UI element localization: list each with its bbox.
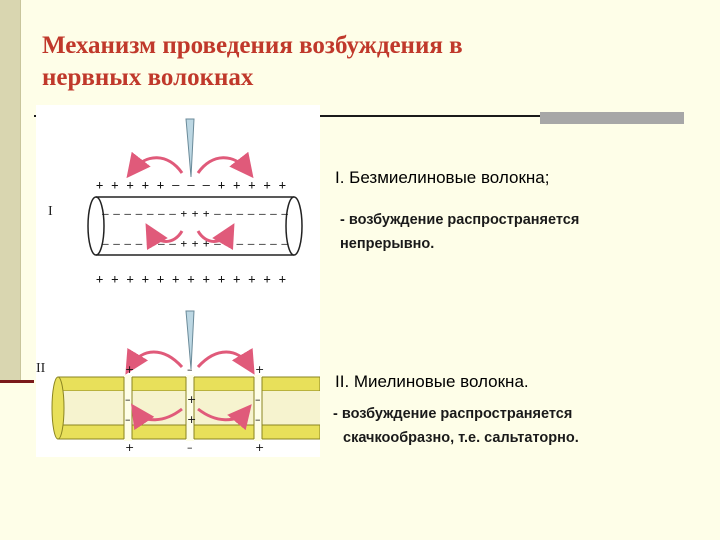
section-unmyelinated: I. Безмиелиновые волокна; bbox=[335, 168, 705, 188]
node-of-ranvier-3 bbox=[253, 375, 263, 441]
figure-label-2: II bbox=[36, 361, 46, 376]
section-1-desc-line-2: непрерывно. bbox=[340, 236, 435, 252]
inner-charges-bottom-1: – – – – – – – + + + – – – – – – – bbox=[102, 237, 288, 250]
node-charge-inner-4: – bbox=[125, 413, 131, 426]
unmyelinated-fiber-diagram: I + + + + + – – – + + + + + – – – – – – … bbox=[48, 118, 303, 286]
saltatory-arrow-inner-right bbox=[197, 404, 252, 431]
current-arrow-top-left bbox=[126, 151, 184, 179]
node-charge-inner-5: + bbox=[187, 413, 196, 426]
title-line-1: Механизм проведения возбуждения в bbox=[42, 32, 463, 59]
section-1-description: - возбуждение распространяется непрерывн… bbox=[340, 208, 710, 256]
node-charge-outer-1: + bbox=[125, 363, 134, 376]
stimulating-electrode-1 bbox=[185, 118, 195, 178]
current-arrow-inner-right bbox=[196, 223, 235, 250]
myelinated-fiber-diagram: II bbox=[36, 310, 320, 454]
section-2-description: - возбуждение распространяется скачкообр… bbox=[333, 402, 703, 450]
left-accent-bar bbox=[0, 0, 21, 380]
node-charge-bottom-3: + bbox=[255, 441, 264, 454]
saltatory-arrow-inner-left bbox=[130, 403, 183, 431]
figure-label-1: I bbox=[48, 204, 53, 219]
outer-charges-top-1: + + + + + – – – + + + + + bbox=[96, 178, 286, 192]
node-charge-inner-6: – bbox=[255, 413, 261, 426]
node-charge-inner-1: – bbox=[125, 393, 131, 406]
node-charge-inner-2: + bbox=[187, 393, 196, 406]
stimulating-electrode-2 bbox=[185, 310, 195, 370]
saltatory-arrow-top-left bbox=[125, 347, 184, 375]
node-charge-inner-3: – bbox=[255, 393, 261, 406]
axon-cylinder-1 bbox=[96, 196, 294, 256]
section-1-desc-line-1: - возбуждение распространяется bbox=[340, 212, 580, 228]
section-2-desc-line-2: скачкообразно, т.е. сальтаторно. bbox=[343, 430, 579, 446]
node-of-ranvier-1 bbox=[123, 375, 133, 441]
title-rule-accent bbox=[540, 112, 684, 124]
section-2-desc-line-1: - возбуждение распространяется bbox=[333, 406, 573, 422]
section-1-heading: I. Безмиелиновые волокна; bbox=[335, 168, 550, 187]
saltatory-arrow-top-right bbox=[196, 347, 255, 375]
nerve-fiber-figure: I + + + + + – – – + + + + + – – – – – – … bbox=[36, 105, 320, 457]
page-title: Механизм проведения возбуждения в нервны… bbox=[42, 30, 602, 94]
axon-end-left-1 bbox=[87, 196, 105, 256]
node-charge-bottom-2: – bbox=[187, 441, 193, 454]
title-line-2: нервных волокнах bbox=[42, 64, 254, 91]
left-accent-line bbox=[0, 380, 34, 383]
node-charge-outer-3: + bbox=[255, 363, 264, 376]
node-charge-outer-2: – bbox=[187, 363, 193, 376]
node-charge-bottom-1: + bbox=[125, 441, 134, 454]
inner-charges-top-1: – – – – – – – + + + – – – – – – – bbox=[102, 207, 288, 220]
current-arrow-top-right bbox=[196, 151, 254, 179]
section-2-heading: II. Миелиновые волокна. bbox=[335, 372, 529, 391]
outer-charges-bottom-1: + + + + + + + + + + + + + bbox=[96, 272, 286, 286]
node-of-ranvier-2 bbox=[185, 375, 195, 441]
myelin-end-left bbox=[51, 376, 65, 440]
section-myelinated: II. Миелиновые волокна. bbox=[335, 372, 705, 392]
current-arrow-inner-left bbox=[145, 223, 184, 250]
axon-end-right-1 bbox=[285, 196, 303, 256]
